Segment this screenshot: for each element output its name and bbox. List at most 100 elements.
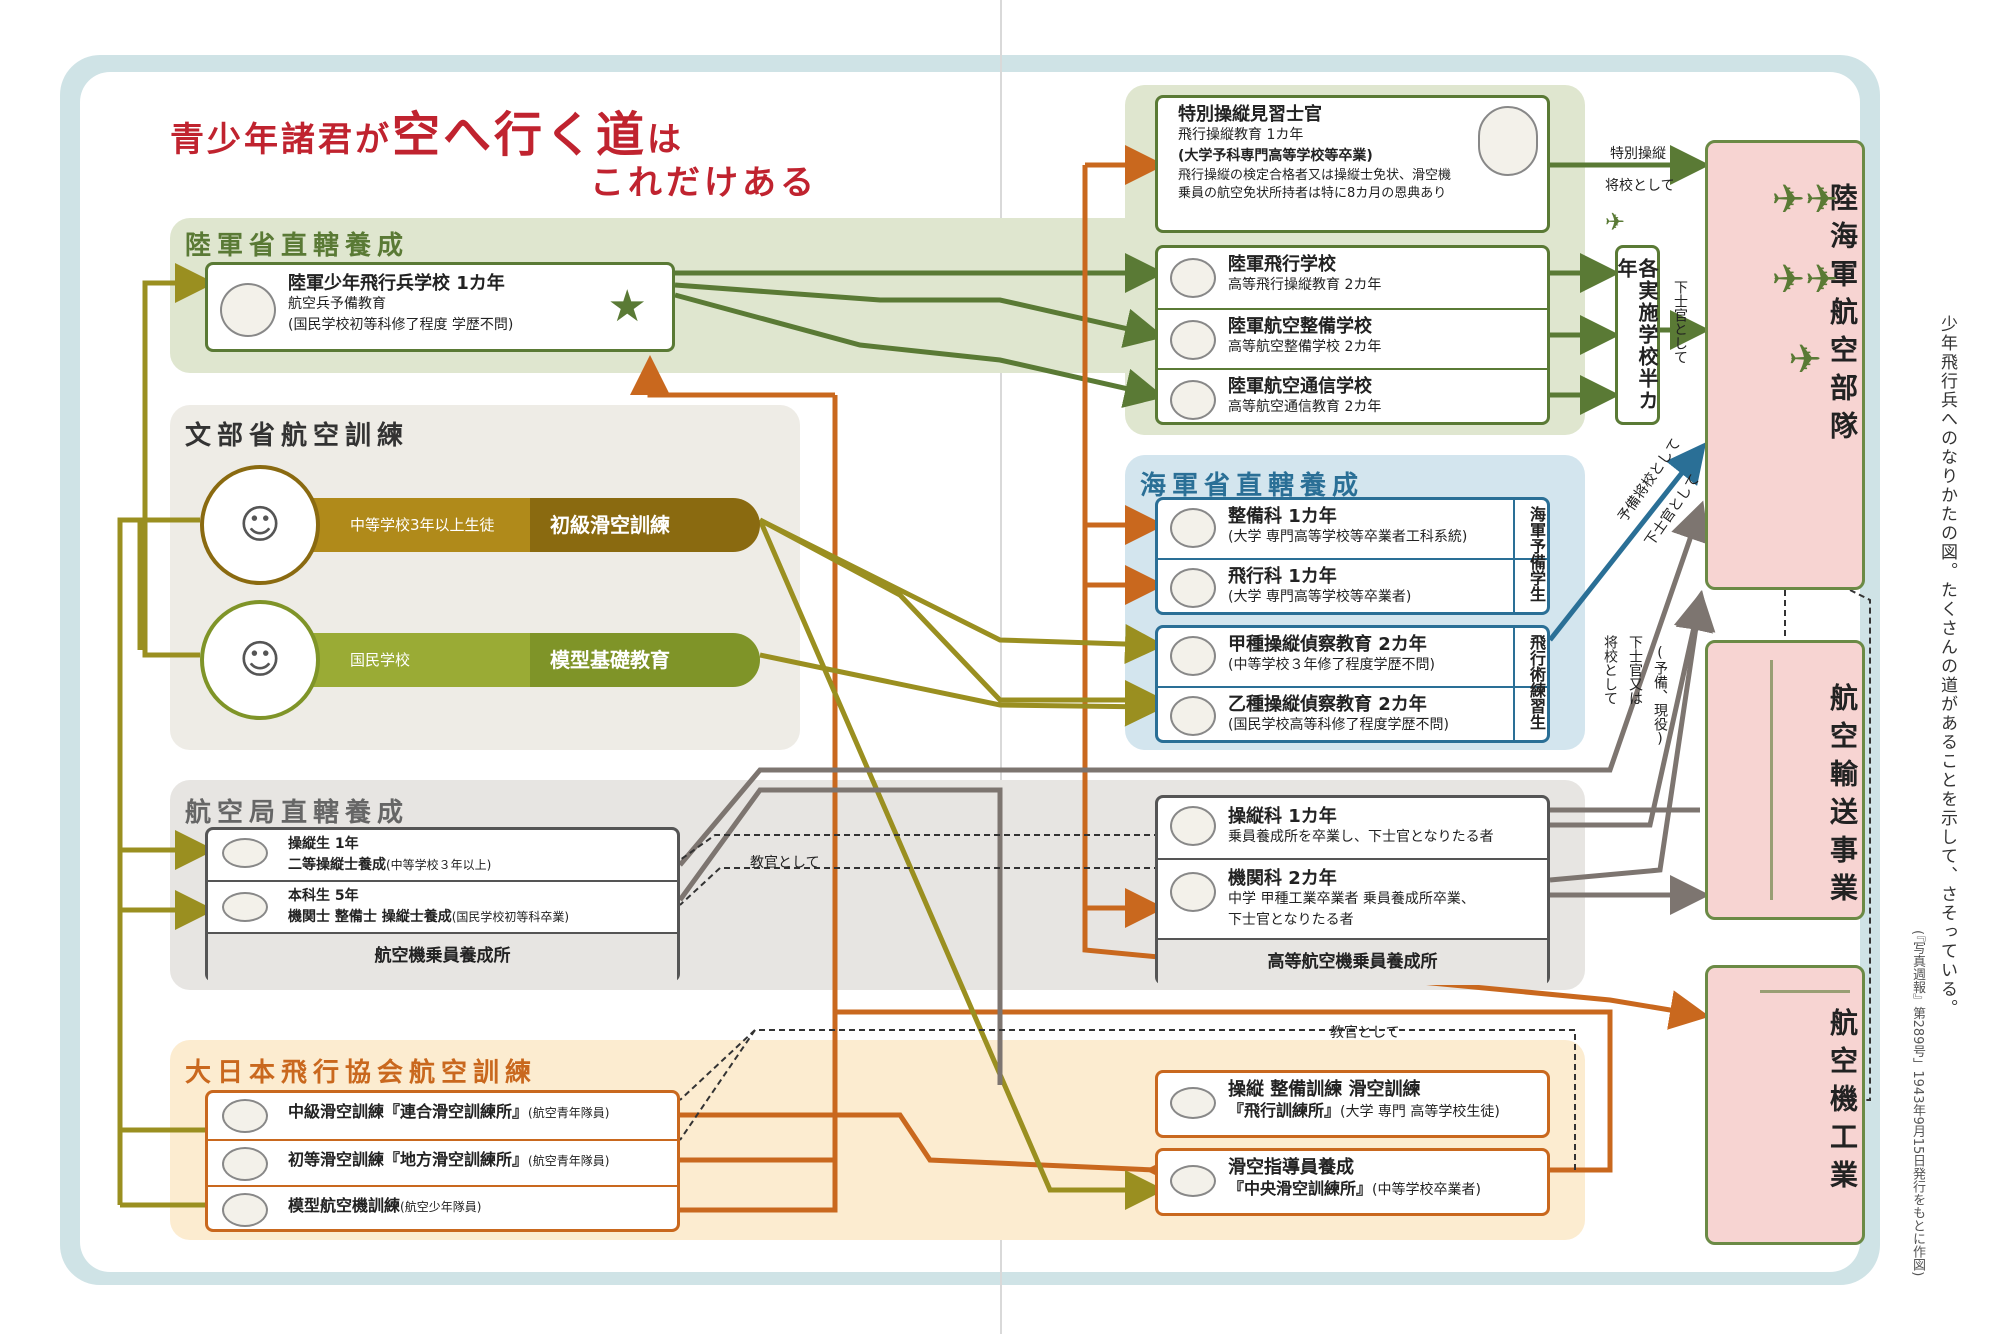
jisshi-box: 各実施学校半カ年 xyxy=(1614,245,1660,425)
army-schools-box: 陸軍飛行学校 高等飛行操縦教育 2カ年 陸軍航空整備学校 高等航空整備学校 2カ… xyxy=(1155,245,1550,425)
dai-right-1-sub: 『飛行訓練所』 xyxy=(1228,1101,1341,1120)
navy-reserve-2-title: 飛行科 1カ年 xyxy=(1228,566,1337,587)
gear-engine-icon xyxy=(1170,508,1216,548)
cockpit-icon xyxy=(1170,258,1216,298)
special-line2: 飛行操縦教育 1カ年 xyxy=(1178,127,1304,143)
label-shoko: 将校として xyxy=(1605,178,1675,194)
section-title-army: 陸軍省直轄養成 xyxy=(185,231,410,261)
source-note: (『写真週報』第289号」1943年9月15日発行をもとに作図) xyxy=(1910,930,1925,1277)
dai-left-row-2: 初等滑空訓練『地方滑空訓練所』(航空青年隊員) xyxy=(208,1139,677,1185)
army-school-row-2: 陸軍航空整備学校 高等航空整備学校 2カ年 xyxy=(1158,308,1547,368)
navy-cadet-box: 甲種操縦偵察教育 2カ年 (中等学校３年修了程度学歴不問) 乙種操縦偵察教育 2… xyxy=(1155,625,1550,743)
label-kashikan: 下士官として xyxy=(1672,280,1688,364)
aviator-icon xyxy=(1170,636,1216,676)
navy-reserve-1-sub: (大学 専門高等学校等卒業者工科系統) xyxy=(1228,529,1468,545)
kokukyoku-left-2-sub: 機関士 整備士 操縦士養成 xyxy=(288,909,452,925)
telegraph-key-icon xyxy=(1170,380,1216,420)
destination-aircraft-industry: 航空機工業 xyxy=(1705,965,1865,1245)
special-line3: (大学予科専門高等学校等卒業) xyxy=(1178,148,1373,164)
destination-air-transport: 航空輸送事業 xyxy=(1705,640,1865,920)
army-school-line2: 航空兵予備教育 xyxy=(288,296,386,312)
army-youth-school-box: 陸軍少年飛行兵学校 1カ年 航空兵予備教育 (国民学校初等科修了程度 学歴不問)… xyxy=(205,262,675,352)
army-school-1-title: 陸軍飛行学校 xyxy=(1228,254,1336,275)
student-portrait-icon: ☺ xyxy=(200,465,320,585)
dai-left-row-1: 中級滑空訓練『連合滑空訓練所』(航空青年隊員) xyxy=(208,1093,677,1139)
kokukyoku-left-2-title: 本科生 5年 xyxy=(288,888,359,904)
army-school-3-title: 陸軍航空通信学校 xyxy=(1228,376,1372,397)
army-school-3-sub: 高等航空通信教育 2カ年 xyxy=(1228,399,1382,415)
pilot-head-icon xyxy=(1170,806,1216,846)
dai-right-box-1: 操縦 整備訓練 滑空訓練 『飛行訓練所』(大学 専門 高等学校生徒) xyxy=(1155,1070,1550,1138)
kokukyoku-right-2-title: 機関科 2カ年 xyxy=(1228,868,1337,889)
mombu-right-bar-1: 初級滑空訓練 xyxy=(530,498,760,552)
special-line5: 乗員の航空免状所持者は特に8カ月の恩典あり xyxy=(1178,186,1447,201)
kokukyoku-right-2-sub: 中学 甲種工業卒業者 乗員養成所卒業、 xyxy=(1228,891,1475,907)
kokukyoku-left-footer: 航空機乗員養成所 xyxy=(208,932,677,982)
dai-right-2-note: (中等学校卒業者) xyxy=(1372,1182,1481,1198)
army-school-title: 陸軍少年飛行兵学校 1カ年 xyxy=(288,273,505,294)
kokukyoku-left-1-sub: 二等操縦士養成 xyxy=(288,857,386,873)
section-title-kokukyoku: 航空局直轄養成 xyxy=(185,798,410,828)
knot-icon-2 xyxy=(222,892,268,922)
model-airplane-icon xyxy=(222,1193,268,1227)
dai-left-1-title: 中級滑空訓練『連合滑空訓練所』 xyxy=(288,1102,529,1121)
main-title-line1: 青少年諸君が空へ行く道は xyxy=(170,107,685,163)
label-kyokan-2: 教官として xyxy=(1330,1025,1400,1041)
mombu-right-bar-2: 模型基礎教育 xyxy=(530,633,760,687)
kokukyoku-right-row-1: 操縦科 1カ年 乗員養成所を卒業し、下士官となりたる者 xyxy=(1158,798,1547,858)
knot-icon xyxy=(222,838,268,868)
army-school-1-sub: 高等飛行操縦教育 2カ年 xyxy=(1228,277,1382,293)
dai-left-2-note: (航空青年隊員) xyxy=(528,1154,610,1168)
kokukyoku-left-box: 操縦生 1年 二等操縦士養成(中等学校３年以上) 本科生 5年 機関士 整備士 … xyxy=(205,827,680,982)
dai-right-box-2: 滑空指導員養成 『中央滑空訓練所』(中等学校卒業者) xyxy=(1155,1148,1550,1216)
label-tokubetsu: 特別操縦 xyxy=(1610,146,1666,162)
kokukyoku-right-1-sub: 乗員養成所を卒業し、下士官となりたる者 xyxy=(1228,829,1494,845)
army-school-row-3: 陸軍航空通信学校 高等航空通信教育 2カ年 xyxy=(1158,368,1547,425)
army-school-row-1: 陸軍飛行学校 高等飛行操縦教育 2カ年 xyxy=(1158,248,1547,308)
kokukyoku-right-2-sub2: 下士官となりたる者 xyxy=(1228,912,1354,928)
main-title-line2: これだけある xyxy=(590,163,818,203)
army-school-line3: (国民学校初等科修了程度 学歴不問) xyxy=(288,317,514,333)
propeller-icon xyxy=(1170,568,1216,608)
dai-left-3-note: (航空少年隊員) xyxy=(400,1200,482,1214)
propeller-engine-icon xyxy=(220,283,276,337)
special-title: 特別操縦見習士官 xyxy=(1178,104,1322,125)
pilot-cockpit-icon xyxy=(1170,696,1216,736)
kokukyoku-right-row-2: 機関科 2カ年 中学 甲種工業卒業者 乗員養成所卒業、 下士官となりたる者 xyxy=(1158,858,1547,938)
section-title-mombu: 文部省航空訓練 xyxy=(185,421,410,451)
primary-glider-icon xyxy=(222,1147,268,1181)
dai-left-1-note: (航空青年隊員) xyxy=(528,1106,610,1120)
pilot-portrait-icon xyxy=(1478,106,1538,176)
army-school-2-sub: 高等航空整備学校 2カ年 xyxy=(1228,339,1382,355)
star-emblem-icon: ★ xyxy=(607,281,647,332)
dai-right-1-note: (大学 専門 高等学校生徒) xyxy=(1340,1104,1500,1120)
section-title-navy: 海軍省直轄養成 xyxy=(1140,471,1365,501)
navy-reserve-1-title: 整備科 1カ年 xyxy=(1228,506,1337,527)
radial-engine-icon xyxy=(1170,872,1216,912)
fighter-planes-icon: ✈✈✈✈✈ xyxy=(1771,177,1839,383)
special-line4: 飛行操縦の検定合格者又は操縦士免状、滑空機 xyxy=(1178,168,1452,183)
navy-cadet-1-title: 甲種操縦偵察教育 2カ年 xyxy=(1228,634,1427,655)
kokukyoku-left-1-note: (中等学校３年以上) xyxy=(386,858,492,872)
dai-right-2-title: 滑空指導員養成 xyxy=(1228,1157,1354,1178)
dai-left-2-title: 初等滑空訓練『地方滑空訓練所』 xyxy=(288,1150,529,1169)
side-note: 少年飛行兵へのなりかたの図。たくさんの道があることを示して、さそっている。 xyxy=(1937,315,1957,1018)
navy-reserve-2-sub: (大学 専門高等学校等卒業者) xyxy=(1228,589,1412,605)
navy-cadet-label: 飛行術練習生 xyxy=(1513,628,1547,740)
navy-cadet-row-1: 甲種操縦偵察教育 2カ年 (中等学校３年修了程度学歴不問) xyxy=(1158,628,1547,686)
dai-right-2-sub: 『中央滑空訓練所』 xyxy=(1228,1179,1373,1198)
label-shoko2: 将校として xyxy=(1602,635,1618,705)
navy-reserve-label: 海軍予備学生 xyxy=(1513,500,1547,612)
dainippon-left-box: 中級滑空訓練『連合滑空訓練所』(航空青年隊員) 初等滑空訓練『地方滑空訓練所』(… xyxy=(205,1090,680,1232)
kokukyoku-right-box: 操縦科 1カ年 乗員養成所を卒業し、下士官となりたる者 機関科 2カ年 中学 甲… xyxy=(1155,795,1550,985)
dai-left-3-title: 模型航空機訓練 xyxy=(288,1196,401,1215)
navy-reserve-row-1: 整備科 1カ年 (大学 専門高等学校等卒業者工科系統) xyxy=(1158,500,1547,558)
kokukyoku-left-1-title: 操縦生 1年 xyxy=(288,836,359,852)
kokukyoku-left-row-2: 本科生 5年 機関士 整備士 操縦士養成(国民学校初等科卒業) xyxy=(208,880,677,932)
engine-icon xyxy=(1170,320,1216,360)
dai-left-row-3: 模型航空機訓練(航空少年隊員) xyxy=(208,1185,677,1231)
label-yobi-geneki: (予備、現役) xyxy=(1652,645,1668,747)
label-kashikan-mata: 下士官又は xyxy=(1627,635,1643,705)
kokukyoku-right-1-title: 操縦科 1カ年 xyxy=(1228,806,1337,827)
factory-airplane-icon xyxy=(1760,990,1850,1223)
